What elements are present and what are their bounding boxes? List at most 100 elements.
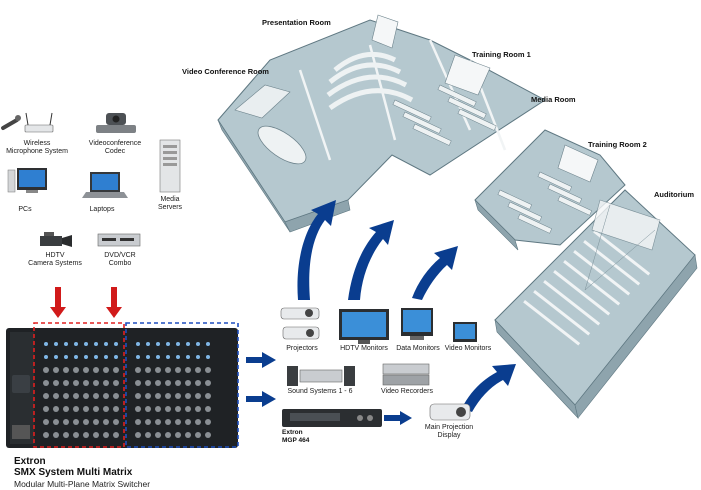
- matrix-port: [73, 419, 79, 425]
- matrix-port: [195, 419, 201, 425]
- label-wireless-mic: Wireless Microphone System: [6, 140, 68, 155]
- matrix-port: [63, 380, 69, 386]
- matrix-port: [135, 432, 141, 438]
- matrix-port: [74, 355, 78, 359]
- matrix-port: [185, 367, 191, 373]
- matrix-port: [146, 342, 150, 346]
- matrix-port: [94, 355, 98, 359]
- matrix-port: [186, 355, 190, 359]
- matrix-port: [43, 419, 49, 425]
- arrow-matrix-to-audio: [246, 391, 276, 407]
- matrix-port: [175, 419, 181, 425]
- matrix-port: [63, 432, 69, 438]
- matrix-brand: Extron: [14, 456, 46, 467]
- matrix-port: [43, 393, 49, 399]
- matrix-port: [156, 342, 160, 346]
- matrix-port: [43, 380, 49, 386]
- matrix-port: [135, 393, 141, 399]
- matrix-port: [155, 432, 161, 438]
- matrix-port: [83, 380, 89, 386]
- matrix-port: [165, 419, 171, 425]
- red-arrow-right: [106, 287, 122, 318]
- source-devices: [1, 112, 181, 247]
- matrix-port: [43, 406, 49, 412]
- mgp-label-brand: Extron: [282, 429, 303, 436]
- matrix-port: [155, 419, 161, 425]
- matrix-port: [145, 406, 151, 412]
- matrix-port: [145, 380, 151, 386]
- matrix-port: [73, 380, 79, 386]
- matrix-port: [54, 342, 58, 346]
- label-vc-codec: Videoconference Codec: [88, 140, 142, 155]
- matrix-port: [104, 355, 108, 359]
- matrix-port: [43, 367, 49, 373]
- matrix-port: [93, 419, 99, 425]
- matrix-port: [104, 342, 108, 346]
- matrix-port: [135, 419, 141, 425]
- matrix-port: [114, 355, 118, 359]
- matrix-port: [103, 393, 109, 399]
- matrix-port: [135, 380, 141, 386]
- matrix-port: [113, 393, 119, 399]
- matrix-port: [175, 432, 181, 438]
- matrix-port: [103, 432, 109, 438]
- matrix-port: [165, 367, 171, 373]
- label-laptops: Laptops: [89, 206, 115, 213]
- matrix-port: [165, 393, 171, 399]
- label-hdtv-cameras: HDTV Camera Systems: [28, 252, 82, 267]
- matrix-description: Modular Multi-Plane Matrix Switcher: [14, 479, 151, 489]
- sound-system-icon: [287, 366, 355, 386]
- label-pcs: PCs: [18, 206, 32, 213]
- matrix-port: [145, 419, 151, 425]
- label-video-recorders: Video Recorders: [380, 388, 433, 395]
- matrix-port: [166, 342, 170, 346]
- matrix-port: [44, 342, 48, 346]
- matrix-port: [53, 432, 59, 438]
- videoconference-codec-icon: [96, 113, 136, 133]
- matrix-port: [114, 342, 118, 346]
- matrix-name: SMX System Multi Matrix: [14, 467, 133, 478]
- matrix-port: [94, 342, 98, 346]
- matrix-port: [185, 432, 191, 438]
- matrix-port: [83, 432, 89, 438]
- matrix-port: [155, 393, 161, 399]
- matrix-port: [83, 419, 89, 425]
- matrix-port: [44, 355, 48, 359]
- matrix-port: [176, 342, 180, 346]
- matrix-port: [113, 419, 119, 425]
- matrix-port: [93, 432, 99, 438]
- matrix-port: [205, 419, 211, 425]
- matrix-port: [175, 406, 181, 412]
- matrix-port: [103, 419, 109, 425]
- arrow-to-media: [412, 246, 458, 300]
- label-hdtv-monitors: HDTV Monitors: [340, 345, 388, 352]
- matrix-port: [145, 367, 151, 373]
- label-projectors: Projectors: [286, 345, 318, 352]
- matrix-port: [103, 367, 109, 373]
- matrix-port: [205, 380, 211, 386]
- matrix-port: [175, 393, 181, 399]
- matrix-port: [83, 367, 89, 373]
- main-projector-icon: [429, 403, 471, 421]
- matrix-port: [64, 355, 68, 359]
- matrix-port: [73, 432, 79, 438]
- matrix-port: [83, 406, 89, 412]
- matrix-port: [185, 393, 191, 399]
- matrix-port: [113, 380, 119, 386]
- room-label-training-2: Training Room 2: [588, 140, 647, 149]
- matrix-port: [103, 380, 109, 386]
- matrix-port: [196, 355, 200, 359]
- matrix-port: [113, 367, 119, 373]
- input-plane-frame: [33, 322, 125, 448]
- room-label-auditorium: Auditorium: [654, 190, 694, 199]
- matrix-port: [53, 393, 59, 399]
- matrix-port: [175, 380, 181, 386]
- arrow-to-video-conference: [297, 200, 336, 300]
- matrix-port: [53, 419, 59, 425]
- hdtv-camera-icon: [40, 232, 72, 247]
- projector-icon: [280, 307, 320, 340]
- mgp-label-model: MGP 464: [282, 436, 310, 444]
- mgp-464-icon: [282, 409, 382, 427]
- arrow-to-auditorium: [462, 364, 516, 412]
